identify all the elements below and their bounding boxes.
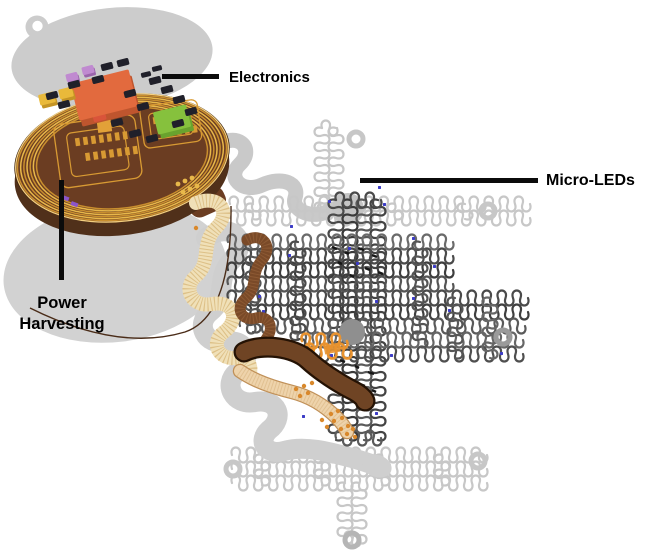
black-component [116, 57, 130, 68]
main-chip [70, 69, 138, 121]
copper-serp-patch [323, 342, 341, 355]
black-component [91, 74, 105, 85]
black-component [140, 71, 152, 78]
purple-speck [70, 201, 79, 208]
black-component [67, 79, 81, 90]
mesh-end-ring [478, 201, 498, 221]
black-component [57, 99, 71, 110]
micro-led-dot [375, 300, 378, 303]
solder-dot [335, 408, 341, 414]
solder-dot [331, 418, 337, 424]
black-component [128, 128, 142, 139]
electronics-leader-line [162, 74, 219, 79]
black-component [110, 117, 124, 128]
green-chip [153, 104, 191, 135]
solder-dot [344, 431, 350, 437]
black-component [145, 133, 159, 144]
power-harvesting-leader-line [59, 180, 64, 280]
micro-led-dot [258, 295, 261, 298]
purple-component [65, 71, 79, 83]
solder-dot [293, 386, 299, 392]
label-micro-leds: Micro-LEDs [546, 172, 635, 189]
cable-shadow-lower [192, 221, 392, 478]
mesh-end-ring [223, 459, 243, 479]
cable-shadow-tip [362, 454, 392, 478]
mesh-end-ring [346, 129, 366, 149]
micro-leds-leader-line [360, 178, 538, 183]
label-power-line2: Harvesting [19, 314, 105, 333]
leader-lines [59, 74, 538, 280]
micro-led-dot [375, 412, 378, 415]
micro-led-dot [433, 265, 436, 268]
solder-dot [339, 415, 345, 421]
yellow-component [58, 86, 74, 100]
connector-pad [175, 181, 181, 187]
solder-dot [193, 225, 199, 231]
solder-dot [297, 393, 303, 399]
connector-pad [180, 189, 186, 195]
micro-led-dot [448, 309, 451, 312]
mesh-end-ring [493, 327, 513, 347]
micro-led-dot [328, 200, 331, 203]
mesh-layer-light [223, 119, 532, 550]
micro-led-dot [390, 354, 393, 357]
micro-led-dot [378, 186, 381, 189]
connector-pad [187, 186, 193, 192]
solder-dot [305, 390, 311, 396]
encapsulation-top-layer [11, 7, 213, 109]
label-power-harvesting: Power Harvesting [10, 293, 114, 334]
solder-dot [338, 426, 344, 432]
black-component [148, 75, 162, 86]
solder-dot [345, 423, 351, 429]
black-component [184, 106, 198, 117]
suture-hole [32, 20, 43, 32]
black-component [172, 94, 186, 105]
connector-pad [194, 183, 200, 189]
solder-dot [324, 424, 330, 430]
label-power-line1: Power [37, 294, 87, 312]
micro-led-dot [500, 352, 503, 355]
black-component [123, 88, 137, 99]
solder-dot [319, 417, 325, 423]
black-component [151, 65, 163, 72]
mesh-end-ring [468, 451, 488, 471]
black-component [160, 84, 174, 95]
micro-led-dot [412, 237, 415, 240]
solder-dot [301, 383, 307, 389]
mesh-end-ring [342, 530, 362, 550]
black-component [100, 61, 114, 72]
micro-led-dot [348, 247, 351, 250]
black-component [171, 118, 185, 129]
micro-led-dot [288, 254, 291, 257]
electronics-components [38, 57, 198, 144]
solder-dot [309, 380, 315, 386]
black-component [45, 90, 59, 101]
serpentine-interconnect-cable [182, 193, 376, 440]
micro-led-dot [412, 297, 415, 300]
micro-led-dot [330, 354, 333, 357]
micro-led-dot [383, 203, 386, 206]
micro-led-dot [356, 262, 359, 265]
connector-pad [189, 175, 195, 181]
label-electronics: Electronics [229, 69, 310, 86]
black-component [136, 101, 150, 112]
micro-led-dot [302, 415, 305, 418]
solder-dot [350, 426, 356, 432]
connector-pad [182, 178, 188, 184]
solder-dot [328, 411, 334, 417]
purple-component [81, 64, 95, 76]
solder-dot [352, 434, 358, 440]
micro-led-dot [290, 225, 293, 228]
mesh-pad-dark [339, 319, 365, 345]
thin-wire [29, 205, 232, 339]
